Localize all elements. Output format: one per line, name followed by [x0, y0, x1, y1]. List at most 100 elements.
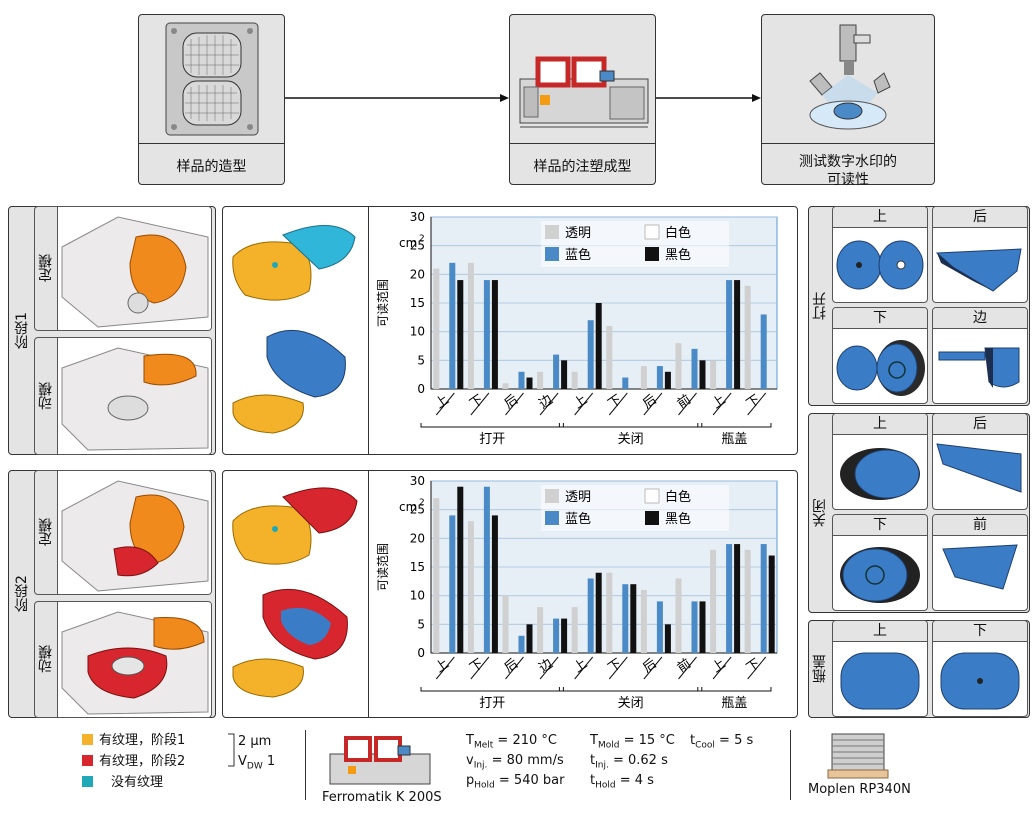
bar	[760, 314, 767, 389]
stage1-moving-mold-label: 动模	[38, 382, 54, 410]
cap-top-view-image	[840, 652, 920, 710]
closed-bottom-view-image	[840, 547, 920, 603]
bar	[726, 280, 733, 389]
bar	[526, 624, 533, 653]
y-tick-label: 10	[410, 325, 425, 339]
legend-label: 黑色	[665, 247, 691, 263]
group-bracket	[420, 687, 564, 692]
legend-untextured-swatch	[82, 776, 93, 787]
bar	[622, 584, 629, 653]
x-tick-slash	[505, 656, 524, 680]
group-label: 关闭	[618, 696, 644, 711]
stage1-label: 阶段1	[14, 312, 30, 349]
group-bracket	[697, 423, 772, 428]
stage2-moving-mold-label: 动模	[38, 645, 54, 674]
stage1-moving-mold-image	[61, 347, 209, 451]
bar	[449, 262, 456, 389]
bar	[656, 601, 663, 653]
bar	[640, 366, 647, 389]
x-tick-slash	[470, 392, 490, 416]
bar	[587, 320, 594, 389]
legend-swatch	[645, 511, 659, 525]
flow-step-modeling: 样品的造型	[138, 14, 285, 185]
open-bottom-view-image	[836, 340, 925, 396]
bar	[561, 360, 568, 389]
stage1-fixed-mold-label: 定模	[38, 254, 54, 283]
x-tick-label: 上	[571, 656, 590, 676]
group-label: 关闭	[618, 432, 644, 447]
material-pellets-icon	[827, 733, 889, 779]
closed-front-view-label: 前	[933, 515, 1027, 536]
param-t-hold: tHold = 4 s	[590, 773, 654, 791]
x-tick-label: 边	[536, 656, 555, 676]
group-label: 瓶盖	[721, 696, 747, 711]
legend-box	[541, 485, 729, 531]
bar	[502, 595, 509, 653]
open-top-view: 上	[832, 206, 928, 303]
legend-swatch	[545, 511, 559, 525]
bar	[526, 377, 533, 389]
x-tick-label: 后	[640, 392, 659, 412]
stage1-moving-mold-cell: 动模	[34, 337, 212, 455]
flow-step-readability: 测试数字水印的 可读性	[761, 14, 935, 188]
bar	[595, 572, 602, 653]
x-tick-label: 前	[674, 655, 694, 676]
stage2-moving-mold-cell: 动模	[34, 601, 212, 718]
param-t-melt: TMelt = 210 °C	[466, 733, 557, 751]
x-tick-label: 下	[467, 656, 486, 676]
divider-2	[790, 730, 791, 800]
y-tick-label: 5	[417, 617, 425, 631]
cap-top-view-label: 上	[833, 621, 927, 642]
legend-label: 透明	[565, 226, 591, 241]
bar	[622, 377, 629, 389]
x-tick-label: 后	[502, 656, 521, 676]
closed-front-view: 前	[932, 514, 1028, 611]
legend-roughness: 2 µm	[238, 734, 272, 749]
closed-top-view-label: 上	[833, 414, 927, 435]
bar	[710, 360, 717, 389]
closed-back-view-label: 后	[933, 414, 1027, 435]
flow-step1-label: 样品的造型	[176, 159, 247, 175]
legend-brace	[228, 733, 235, 767]
bar	[433, 268, 440, 389]
open-side-view-label: 边	[933, 308, 1027, 329]
stage2-fixed-mold-image	[61, 480, 209, 592]
camera-test-illustration	[809, 24, 891, 130]
bar	[457, 486, 464, 653]
open-top-view-label: 上	[833, 207, 927, 228]
bar	[699, 601, 706, 653]
bar	[606, 325, 613, 389]
x-tick-slash	[435, 656, 455, 680]
bar	[587, 578, 594, 653]
bar	[502, 383, 509, 389]
flow-step2-label: 样品的注塑成型	[533, 159, 632, 175]
x-tick-label: 后	[502, 392, 521, 412]
y-tick-label: 25	[410, 239, 425, 253]
x-tick-slash	[608, 392, 628, 416]
open-side-view-image	[938, 347, 1020, 388]
cap-top-view: 上	[832, 620, 928, 717]
open-bottom-view: 下	[832, 307, 928, 404]
y-tick-label: 0	[417, 646, 425, 660]
param-t-mold: TMold = 15 °C	[590, 733, 675, 751]
x-tick-label: 上	[433, 392, 452, 412]
y-tick-label: 15	[410, 560, 425, 574]
x-tick-label: 上	[709, 392, 728, 412]
closed-bottom-view: 下	[832, 514, 928, 611]
y-unit-superscript: 2	[419, 498, 425, 508]
x-tick-slash	[505, 392, 524, 416]
y-axis-label: 可读范围	[376, 279, 390, 327]
x-tick-label: 下	[606, 392, 625, 412]
y-unit-superscript: 2	[419, 234, 425, 244]
open-back-view-label: 后	[933, 207, 1027, 228]
x-tick-slash	[643, 392, 663, 416]
bar	[467, 521, 474, 653]
bar	[744, 285, 751, 389]
mold-model-illustration	[165, 22, 259, 136]
closed-top-view-image	[840, 448, 920, 500]
bar	[571, 371, 578, 389]
legend-swatch	[545, 225, 559, 239]
legend-label: 蓝色	[565, 511, 591, 527]
x-tick-label: 下	[744, 392, 763, 412]
